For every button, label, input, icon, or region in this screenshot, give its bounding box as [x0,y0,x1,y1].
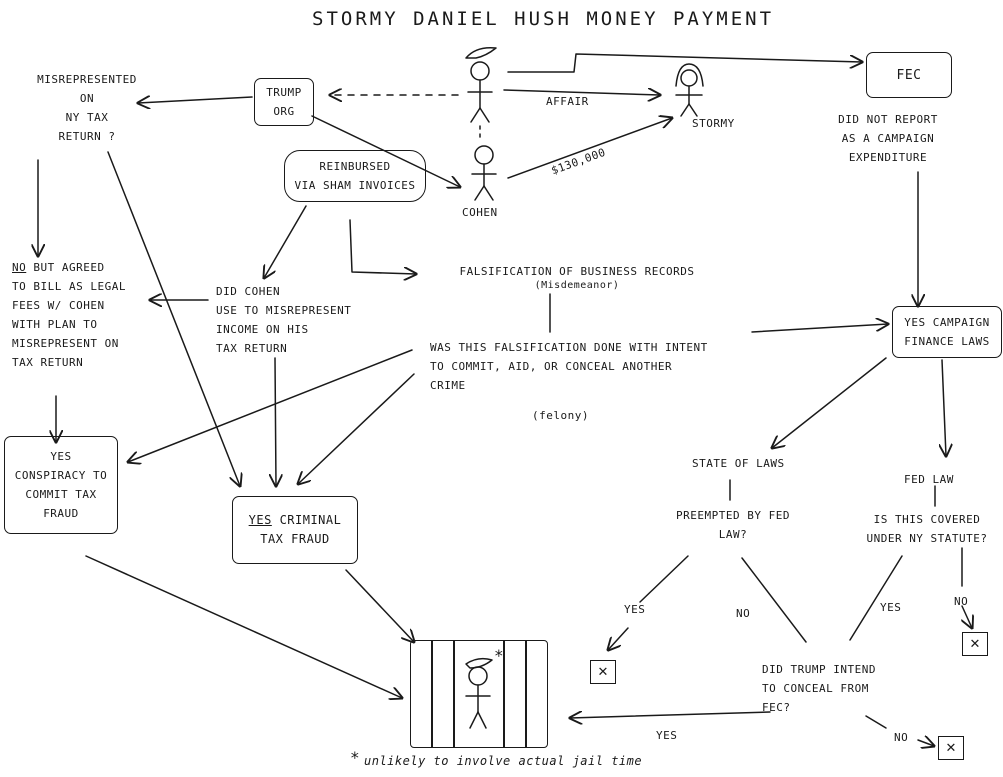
intent-no: NO [894,731,909,744]
arrow-affair [503,90,660,95]
page-title: STORMY DANIEL HUSH MONEY PAYMENT [312,8,775,30]
fec-node: FEC [866,52,952,98]
arrow-reimb-falsif [349,219,416,274]
jail-asterisk: * [494,646,505,665]
campaign-finance-label: YES CAMPAIGN FINANCE LAWS [904,316,990,348]
arrow-criminal-jail [345,569,414,642]
arrow-org-cohen [311,115,460,187]
no-word: NO [12,261,27,274]
affair-label: AFFAIR [546,95,589,108]
preempted-question: PREEMPTED BY FED LAW? [676,509,790,541]
trump-figure [465,46,497,123]
jail-bar [453,641,455,747]
arrow-reimb-cohenq [264,205,307,278]
arrow-org-misrep [138,97,253,103]
felony-label: (felony) [532,409,589,422]
conspiracy-label: YES CONSPIRACY TO COMMIT TAX FRAUD [14,450,108,520]
jail-footnote: unlikely to involve actual jail time [364,754,643,768]
arrow-preempt-x [608,627,629,650]
misrepresented-question: MISREPRESENTED ON NY TAX RETURN ? [37,73,137,143]
link-covered-intent [849,555,903,641]
state-laws-label: STATE OF LAWS [692,457,785,470]
criminal-rest: CRIMINAL TAX FRAUD [260,513,342,546]
misdemeanor-label: (Misdemeanor) [534,280,620,291]
trump-org-node: TRUMP ORG [254,78,314,126]
trump-org-label: TRUMP ORG [266,86,302,118]
dead-end-x-icon: ✕ [590,660,616,684]
falsification-label: FALSIFICATION OF BUSINESS RECORDS [459,265,695,278]
arrow-intent-jail [570,712,771,718]
campaign-finance-node: YES CAMPAIGN FINANCE LAWS [892,306,1002,358]
jail-bar [503,641,505,747]
cohen-label: COHEN [462,206,498,219]
criminal-tax-fraud-label: YES CRIMINAL TAX FRAUD [249,511,342,549]
arrow-campaign-fed [942,359,946,456]
covered-yes: YES [880,601,902,614]
cohen-figure [471,145,497,201]
arrow-felony-campaign [751,324,888,333]
no-but-text: but agreed to bill as legal fees w/ cohe… [12,261,126,369]
fed-law-label: FED LAW [904,473,954,486]
criminal-yes: YES [248,513,272,527]
trump-intent-question: DID TRUMP INTEND TO CONCEAL FROM FEC? [762,663,876,714]
jail-bar [525,641,527,747]
conspiracy-node: YES CONSPIRACY TO COMMIT TAX FRAUD [4,436,118,534]
arrow-trump-fec [507,53,862,73]
jail-bar [431,641,433,747]
reimbursed-node: REINBURSED VIA SHAM INVOICES [284,150,426,202]
preempt-no: NO [736,607,751,620]
arrow-payment [507,118,672,179]
covered-no: NO [954,595,969,608]
reimbursed-label: REINBURSED VIA SHAM INVOICES [294,160,416,192]
link-preempt-intent [741,557,807,643]
arrow-conspiracy-jail [85,555,402,698]
stormy-label: STORMY [692,117,735,130]
arrow-covered-x [962,605,972,628]
no-but-agreed-note: NO but agreed to bill as legal fees w/ c… [12,258,162,372]
dead-end-x-icon: ✕ [938,736,964,760]
fec-label: FEC [896,67,922,83]
footnote-asterisk: * [350,748,361,767]
jailed-figure [465,657,493,729]
stormy-figure [675,63,704,117]
cohen-misrepresent-question: DID COHEN USE TO MISREPRESENT INCOME ON … [216,285,352,355]
arrow-misrep-criminal [107,151,240,486]
preempt-yes: YES [624,603,646,616]
intent-yes: YES [656,729,678,742]
arrow-campaign-state [772,357,887,448]
dead-end-x-icon: ✕ [962,632,988,656]
jail-cell [410,640,548,748]
arrow-intent-x [917,740,934,746]
arrow-cohenq-criminal [275,357,276,486]
arrow-felony-criminal [298,373,415,484]
arrow-felony-conspiracy [128,349,413,462]
fec-note: DID NOT REPORT AS A CAMPAIGN EXPENDITURE [838,113,938,164]
ny-statute-question: IS THIS COVERED UNDER NY STATUTE? [866,513,988,545]
felony-intent-question: WAS THIS FALSIFICATION DONE WITH INTENT … [430,341,708,392]
criminal-tax-fraud-node: YES CRIMINAL TAX FRAUD [232,496,358,564]
